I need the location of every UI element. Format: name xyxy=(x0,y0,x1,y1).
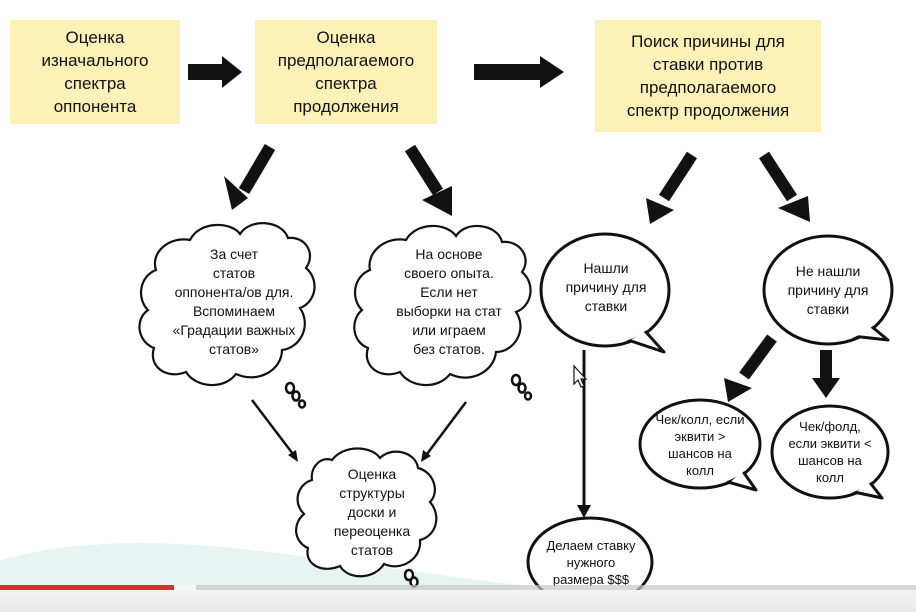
thought-dots-2 xyxy=(510,373,533,401)
video-progress-bar[interactable] xyxy=(0,585,916,590)
bubble-check-fold-text: Чек/фолд, если эквити < шансов на колл xyxy=(788,419,872,485)
bubble-check-call-shape xyxy=(638,398,762,492)
cursor-icon xyxy=(573,364,588,388)
box-expected-range-text: Оценка предполагаемого спектра продолжен… xyxy=(277,28,415,116)
bubble-found-text: Нашли причину для ставки xyxy=(565,259,647,314)
bubble-check-fold-shape xyxy=(770,404,890,500)
video-controls-strip xyxy=(0,590,916,612)
box-search-reason-text: Поиск причины для ставки против предпола… xyxy=(626,32,790,120)
box-expected-range: Оценка предполагаемого спектра продолжен… xyxy=(255,20,437,124)
arrow-to-experience-cloud xyxy=(404,144,452,216)
bubble-not-found-shape xyxy=(762,234,894,346)
arrow-right-1 xyxy=(188,56,242,88)
cloud-experience-shape xyxy=(353,224,532,387)
arrow-to-stats-cloud xyxy=(224,143,276,210)
thin-arrow-stats-to-board xyxy=(251,399,298,462)
video-progress-played xyxy=(0,585,175,590)
bubble-bet-shape xyxy=(526,516,654,610)
box-initial-range-text: Оценка изначального спектра оппонента xyxy=(41,28,149,116)
thought-dots-1 xyxy=(284,381,307,409)
cloud-stats-shape xyxy=(138,222,316,387)
box-initial-range: Оценка изначального спектра оппонента xyxy=(10,20,180,124)
arrow-to-found-bubble xyxy=(646,151,698,224)
bubble-bet-text: Делаем ставку нужного размера $$$ xyxy=(546,537,636,587)
cloud-board-shape xyxy=(295,447,438,578)
bubble-check-call-text: Чек/колл, если эквити > шансов на колл xyxy=(655,412,745,478)
arrow-to-check-fold xyxy=(812,350,840,398)
bubble-found-shape xyxy=(539,232,671,354)
cloud-stats-text: За счет статов оппонента/ов для. Вспомин… xyxy=(172,246,296,357)
cloud-board-text: Оценка структуры доски и переоценка стат… xyxy=(333,465,411,558)
thin-arrow-experience-to-board xyxy=(421,401,467,462)
box-search-reason: Поиск причины для ставки против предпола… xyxy=(595,20,821,132)
arrow-to-not-found-bubble xyxy=(758,151,810,222)
arrow-right-2 xyxy=(474,56,564,88)
arrow-to-check-call xyxy=(724,334,777,402)
cloud-experience-text: На основе своего опыта. Если нет выборки… xyxy=(396,246,502,357)
bubble-not-found-text: Не нашли причину для ставки xyxy=(787,262,869,317)
